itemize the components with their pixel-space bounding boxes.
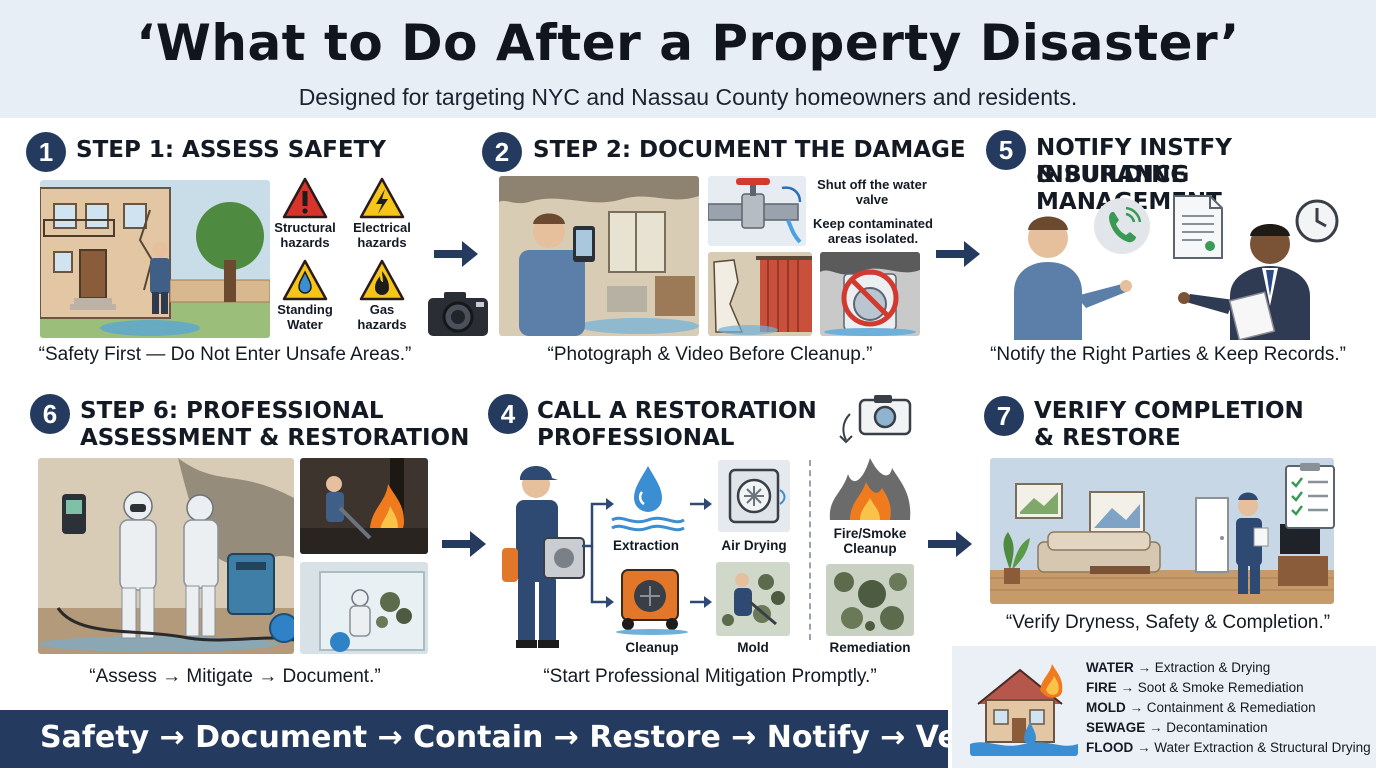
camera-icon	[426, 288, 490, 338]
service-flow-arrows	[582, 498, 712, 608]
step-4-quote: “Start Professional Mitigation Promptly.…	[543, 666, 877, 687]
fire-icon	[826, 454, 914, 524]
technician-illustration	[498, 458, 588, 650]
step-4-number: 4	[488, 394, 528, 434]
legend-row-water: WATER → Extraction & Drying	[1086, 660, 1270, 675]
legend-key: FIRE	[1086, 680, 1117, 695]
mold-remediation-icon	[826, 564, 914, 636]
step-1-title: STEP 1: ASSESS SAFETY	[76, 137, 386, 163]
legend-value: → Soot & Smoke Remediation	[1120, 680, 1304, 695]
water-drop-icon	[608, 462, 688, 534]
fire-smoke-cleanup-label: Fire/Smoke Cleanup	[833, 526, 907, 556]
legend-row-fire: FIRE → Soot & Smoke Remediation	[1086, 680, 1304, 695]
camera-icon	[834, 392, 914, 448]
legend-value: → Containment & Remediation	[1129, 700, 1316, 715]
step-6-number: 6	[30, 394, 70, 434]
keep-isolated-label: Keep contaminated areas isolated.	[813, 216, 933, 246]
step-2-room-photo-illustration	[499, 176, 699, 336]
step-2-number: 2	[482, 132, 522, 172]
legend-row-flood: FLOOD → Water Extraction & Structural Dr…	[1086, 740, 1371, 755]
footer-flow-bar	[0, 710, 948, 768]
step-2-quote: “Photograph & Video Before Cleanup.”	[547, 344, 873, 365]
header-band	[0, 0, 1376, 118]
mold-cleanup-icon	[716, 562, 790, 636]
step-4-title-line1: CALL A RESTORATION	[537, 398, 817, 424]
step-6-assessment-illustration	[38, 458, 294, 654]
step-7-title-line2: & RESTORE	[1034, 425, 1181, 451]
footer-flow-text: Safety → Document → Contain → Restore → …	[40, 720, 1016, 755]
legend-key: WATER	[1086, 660, 1134, 675]
step-7-number: 7	[984, 396, 1024, 436]
electrical-hazards-label: Electrical hazards	[353, 220, 411, 250]
legend-value: → Extraction & Drying	[1137, 660, 1271, 675]
step-1-house-illustration	[40, 180, 270, 338]
step-6-title-line2: ASSESSMENT & RESTORATION	[80, 425, 470, 451]
legend-value: → Decontamination	[1149, 720, 1268, 735]
remediation-label: Remediation	[829, 640, 911, 655]
divider	[809, 460, 811, 640]
gas-hazard-icon	[358, 258, 406, 302]
cleanup-label: Cleanup	[625, 640, 679, 655]
clock-icon	[1294, 198, 1340, 244]
air-mover-icon	[718, 460, 790, 532]
legend-key: FLOOD	[1086, 740, 1134, 755]
water-valve-illustration	[708, 176, 806, 246]
standing-water-icon	[281, 258, 329, 302]
step-1-number: 1	[26, 132, 66, 172]
step-7-title-line1: VERIFY COMPLETION	[1034, 398, 1304, 424]
arrow-right-icon	[434, 241, 478, 267]
step-5-quote: “Notify the Right Parties & Keep Records…	[990, 344, 1346, 365]
electrical-hazard-icon	[358, 176, 406, 220]
legend-row-sewage: SEWAGE → Decontamination	[1086, 720, 1268, 735]
step-5-notify-illustration	[1006, 196, 1346, 340]
phone-icon	[1092, 196, 1152, 256]
air-drying-label: Air Drying	[721, 538, 787, 553]
legend-row-mold: MOLD → Containment & Remediation	[1086, 700, 1316, 715]
containment-curtain-illustration	[708, 252, 812, 336]
gas-hazards-label: Gas hazards	[357, 302, 407, 332]
step-6-quote: “Assess → Mitigate → Document.”	[89, 666, 381, 687]
arrow-right-icon	[928, 531, 972, 557]
shut-off-valve-label: Shut off the water valve	[817, 177, 927, 207]
checklist-icon	[1284, 462, 1336, 530]
fire-damage-photo	[300, 458, 428, 554]
page-title: ‘What to Do After a Property Disaster’	[136, 14, 1240, 72]
legend-key: MOLD	[1086, 700, 1126, 715]
house-icon	[970, 660, 1078, 756]
restored-living-room-illustration	[990, 458, 1334, 604]
arrow-right-icon	[442, 531, 486, 557]
legend-key: SEWAGE	[1086, 720, 1146, 735]
mold-label: Mold	[737, 640, 769, 655]
step-1-quote: “Safety First — Do Not Enter Unsafe Area…	[38, 344, 412, 365]
legend-value: → Water Extraction & Structural Drying	[1137, 740, 1371, 755]
warning-icon	[281, 176, 329, 220]
no-washer-icon	[820, 252, 920, 336]
standing-water-label: Standing Water	[277, 302, 333, 332]
step-5-title-line1: NOTIFY INSTFY INSURANCE	[1036, 135, 1232, 188]
arrow-right-icon	[936, 241, 980, 267]
step-2-title: STEP 2: DOCUMENT THE DAMAGE	[533, 137, 966, 163]
mold-containment-photo	[300, 562, 428, 654]
step-7-quote: “Verify Dryness, Safety & Completion.”	[1005, 612, 1331, 633]
page-subtitle: Designed for targeting NYC and Nassau Co…	[298, 84, 1078, 110]
step-5-number: 5	[986, 130, 1026, 170]
step-6-title-line1: STEP 6: PROFESSIONAL	[80, 398, 384, 424]
dehumidifier-icon	[614, 562, 690, 636]
structural-hazards-label: Structural hazards	[274, 220, 336, 250]
step-4-title-line2: PROFESSIONAL	[537, 425, 735, 451]
document-icon	[1170, 194, 1226, 260]
extraction-label: Extraction	[612, 538, 680, 553]
